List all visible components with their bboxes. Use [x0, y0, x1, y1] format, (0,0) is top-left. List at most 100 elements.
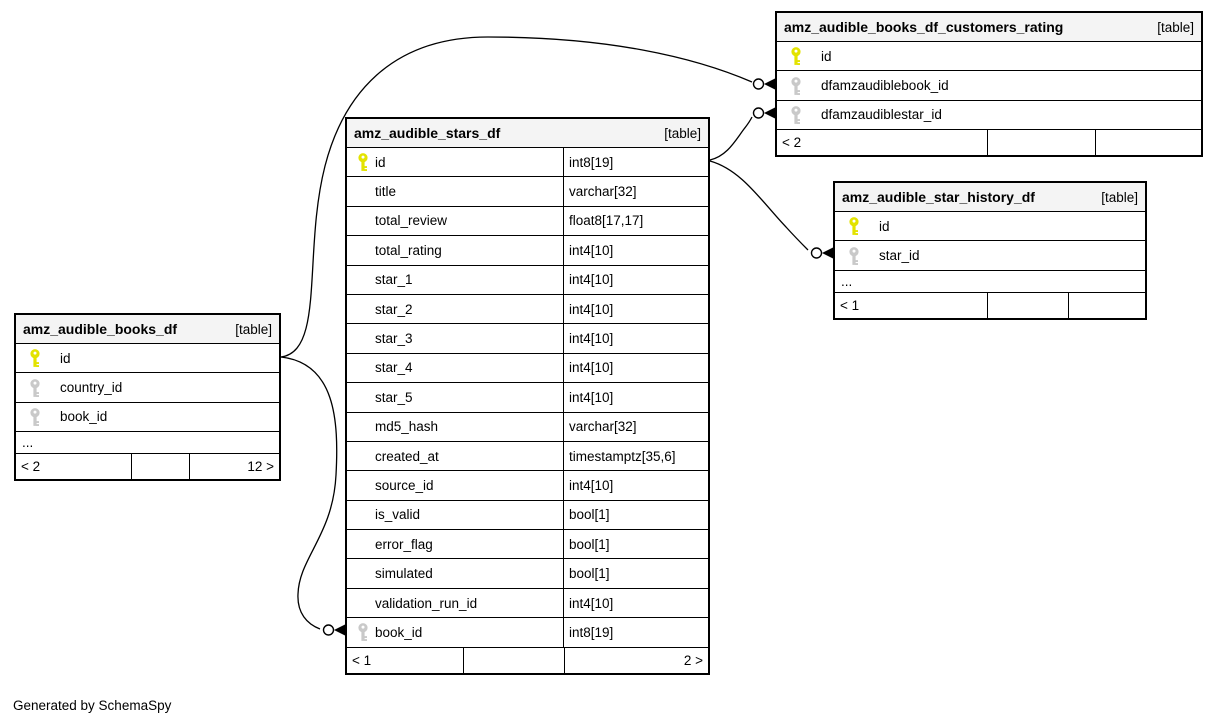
foreign-key-icon [848, 246, 860, 265]
column-name-cell: country_id [16, 373, 279, 401]
column-name-cell: book_id [347, 618, 563, 646]
column-type: int4[10] [563, 588, 708, 618]
column-name-cell: md5_hash [347, 413, 563, 441]
footer-cell [464, 647, 565, 673]
table-header[interactable]: amz_audible_books_df_customers_rating[ta… [777, 13, 1201, 42]
table-name[interactable]: amz_audible_books_df [23, 321, 178, 337]
table-header[interactable]: amz_audible_stars_df[table] [347, 119, 708, 148]
column-name-cell: is_valid [347, 501, 563, 529]
fk-circle-icon [810, 247, 823, 259]
foreign-key-icon [29, 407, 41, 426]
column-type: timestamptz[35,6] [563, 441, 708, 471]
table-footer: < 1 2 > [347, 647, 708, 673]
table-header[interactable]: amz_audible_star_history_df [table] [835, 183, 1145, 212]
column-name: id [375, 154, 386, 170]
column-row-md5_hash: md5_hash varchar[32] [347, 412, 708, 442]
column-row-star_3: star_3 int4[10] [347, 324, 708, 354]
column-type: int4[10] [563, 383, 708, 412]
primary-key-icon [790, 47, 802, 66]
footer-cell: 12 > [247, 459, 274, 475]
column-name: star_5 [375, 389, 413, 405]
table-footer: < 2 [777, 130, 1201, 156]
foreign-key-icon [29, 378, 41, 397]
primary-key-icon [848, 217, 860, 236]
column-name-cell: star_2 [347, 295, 563, 323]
table-name[interactable]: amz_audible_books_df_customers_rating [784, 19, 1064, 35]
column-row-star_id: star_id [835, 241, 1145, 271]
column-row-dfamzaudiblestar_id: dfamzaudiblestar_id [777, 100, 1201, 131]
column-name: country_id [60, 380, 123, 396]
footer-cell [988, 130, 1096, 156]
column-name-cell: total_review [347, 207, 563, 235]
fk-arrow-icon [764, 107, 775, 119]
table-node-stars[interactable]: amz_audible_stars_df[table]id int8[19] tit… [345, 117, 710, 675]
column-name: id [60, 350, 71, 366]
column-name: total_rating [375, 242, 442, 258]
generated-by-note: Generated by SchemaSpy [13, 698, 172, 713]
column-row-id: id [777, 42, 1201, 72]
fk-arrow-icon [334, 624, 345, 636]
column-name: star_1 [375, 272, 413, 288]
table-node-customers_rating[interactable]: amz_audible_books_df_customers_rating[ta… [775, 11, 1203, 158]
relationship-line [280, 356, 338, 630]
relationship-line [280, 36, 753, 358]
column-name-cell: source_id [347, 471, 563, 499]
column-type: int4[10] [563, 353, 708, 383]
column-type: bool[1] [563, 530, 708, 559]
fk-circle-icon [752, 107, 765, 119]
table-name[interactable]: amz_audible_star_history_df [842, 189, 1035, 205]
foreign-key-icon [357, 623, 369, 642]
column-type: int4[10] [563, 236, 708, 265]
column-row-book_id: book_id [16, 402, 279, 433]
column-name-cell: dfamzaudiblestar_id [777, 101, 1201, 129]
column-name: star_3 [375, 331, 413, 347]
column-type: varchar[32] [563, 177, 708, 206]
column-name-cell: error_flag [347, 530, 563, 558]
footer-cell: < 2 [777, 130, 988, 156]
relationship-line [709, 160, 809, 251]
column-type: int4[10] [563, 324, 708, 353]
column-name: md5_hash [375, 419, 439, 435]
footer-cell: < 1 [347, 647, 464, 673]
column-type: int8[19] [563, 618, 708, 647]
column-name: total_review [375, 213, 448, 229]
column-name-cell: star_id [835, 241, 1145, 269]
table-name[interactable]: amz_audible_stars_df [354, 125, 501, 141]
column-name-cell: id [16, 344, 279, 372]
footer-cell [132, 454, 191, 480]
column-name: simulated [375, 566, 433, 582]
column-name-cell: star_4 [347, 354, 563, 382]
fk-arrow-icon [764, 78, 775, 90]
table-tag: [table] [1101, 189, 1138, 205]
column-name-cell: id [777, 42, 1201, 70]
column-name: source_id [375, 477, 434, 493]
column-name-cell: title [347, 177, 563, 205]
footer-cell [1069, 293, 1145, 318]
column-row-country_id: country_id [16, 373, 279, 403]
column-name: title [375, 184, 397, 200]
fk-circle-icon [322, 624, 335, 636]
footer-cell: 2 > [683, 652, 703, 668]
fk-circle-icon [752, 78, 765, 90]
column-type: varchar[32] [563, 412, 708, 441]
footer-cell [988, 292, 1069, 318]
column-type: int4[10] [563, 294, 708, 324]
table-node-star_history[interactable]: amz_audible_star_history_df [table] id star… [833, 181, 1147, 320]
column-name: star_2 [375, 301, 413, 317]
footer-cell: < 2 [16, 454, 133, 480]
column-name: id [879, 218, 890, 234]
column-name: dfamzaudiblebook_id [821, 78, 949, 94]
fk-arrow-icon [822, 247, 833, 259]
column-name: star_4 [375, 360, 413, 376]
column-name: validation_run_id [375, 595, 478, 611]
table-header[interactable]: amz_audible_books_df[table] [16, 315, 279, 344]
column-name: is_valid [375, 507, 421, 523]
